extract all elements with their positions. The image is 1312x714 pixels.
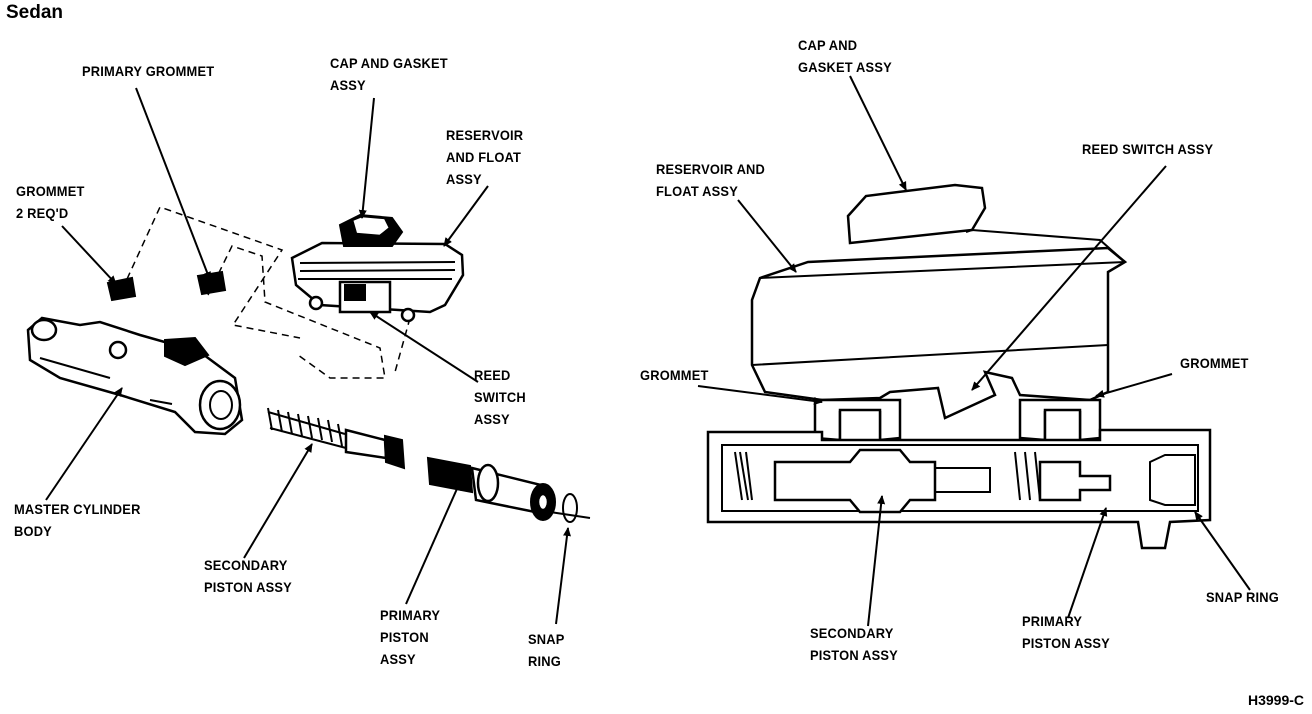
page-title: Sedan (6, 2, 64, 23)
right-ports (813, 398, 1102, 444)
left-exploded-view (26, 87, 591, 625)
figure-code: H3999-C (1247, 692, 1304, 708)
right-cap (846, 183, 987, 245)
right-assembled-view (697, 75, 1251, 627)
label-primary-grommet: PRIMARY GROMMET (82, 63, 215, 79)
label-snap-ring-right: SNAP RING (1206, 589, 1279, 605)
label-grommet-right-right: GROMMET (1180, 355, 1249, 371)
left-grommet-pair (106, 270, 227, 302)
left-reservoir (290, 213, 465, 323)
right-reservoir (750, 228, 1128, 420)
left-primary-piston (426, 456, 591, 523)
label-grommet-right-left: GROMMET (640, 367, 709, 383)
label-reed-switch-right: REED SWITCH ASSY (1082, 141, 1214, 157)
left-master-cylinder-body (26, 316, 244, 436)
right-cylinder-body (706, 428, 1212, 550)
alignment-dashed-lines (121, 206, 301, 339)
left-secondary-piston (267, 407, 406, 470)
